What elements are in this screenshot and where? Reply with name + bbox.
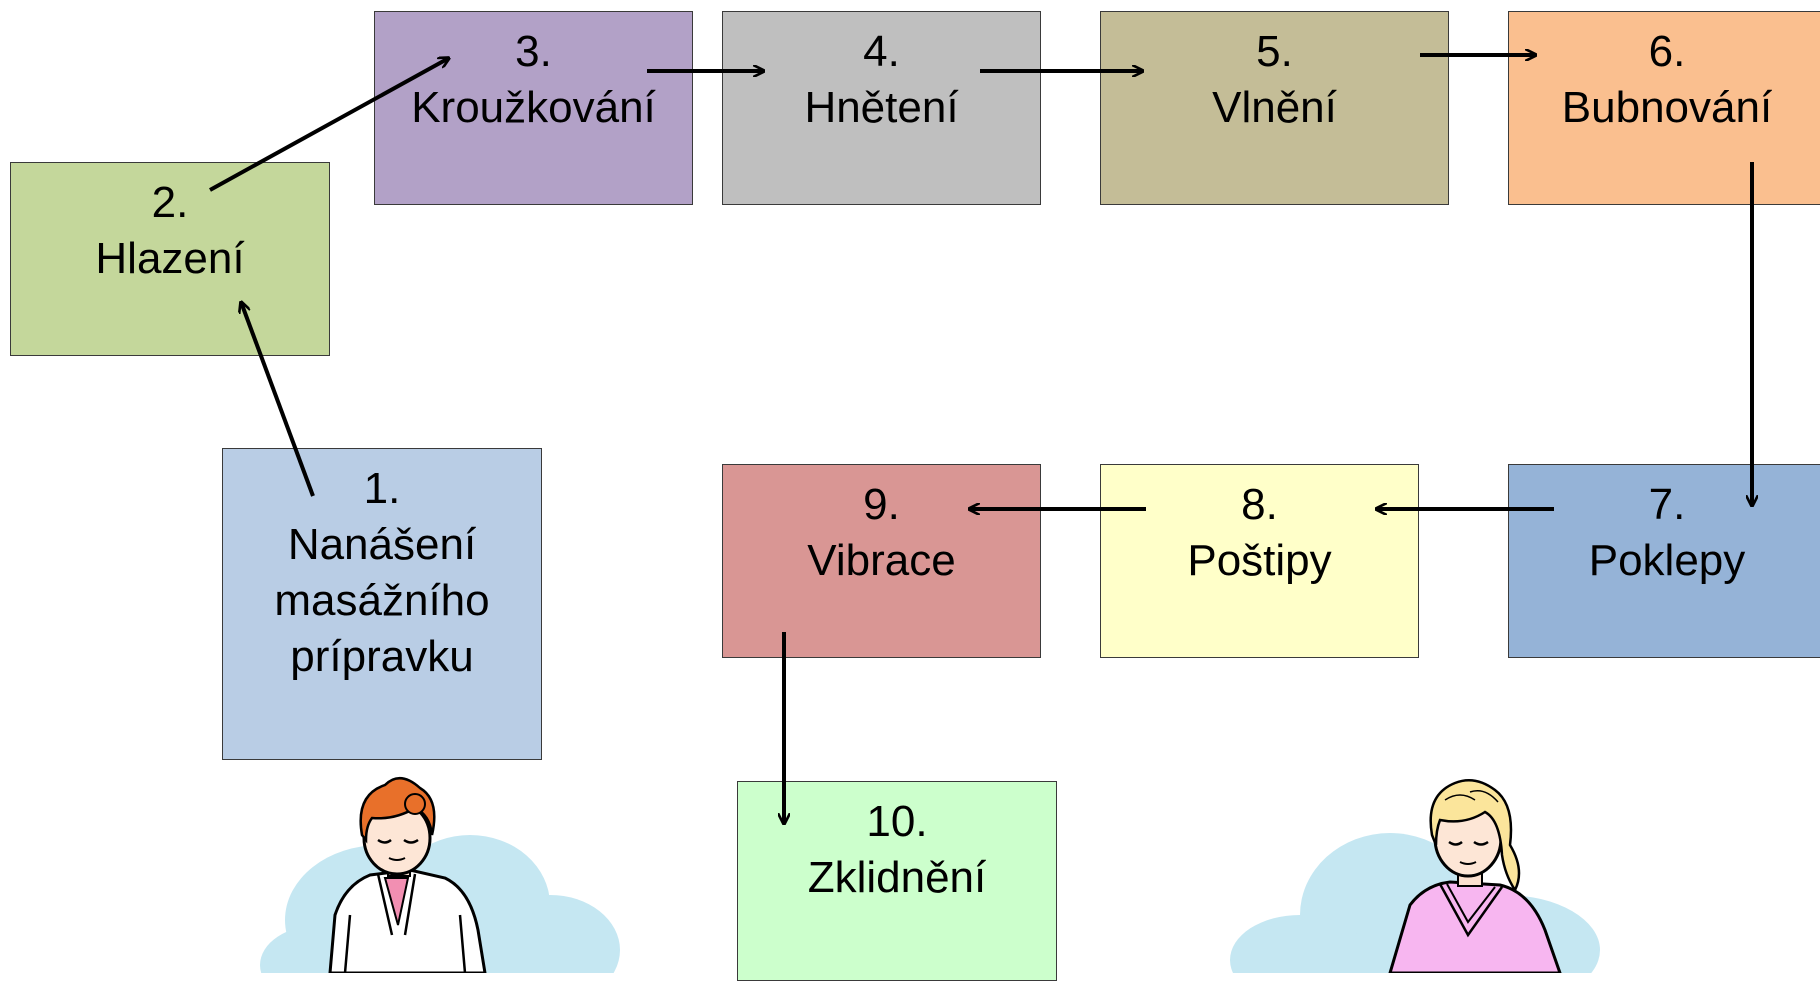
step-2-label: Hlazení xyxy=(95,234,245,283)
step-6-box: 6. Bubnování xyxy=(1508,11,1820,205)
step-3-label: Kroužkování xyxy=(411,83,656,132)
step-7-box: 7. Poklepy xyxy=(1508,464,1820,658)
step-10-number: 10. xyxy=(866,797,928,846)
step-5-label: Vlnění xyxy=(1212,83,1337,132)
step-8-box: 8. Poštipy xyxy=(1100,464,1419,658)
step-6-number: 6. xyxy=(1648,27,1686,76)
step-1-box: 1. Nanášení masážního prípravku xyxy=(222,448,542,760)
step-2-number: 2. xyxy=(151,178,189,227)
step-6-label: Bubnování xyxy=(1561,83,1773,132)
step-5-number: 5. xyxy=(1256,27,1293,76)
step-7-number: 7. xyxy=(1648,480,1686,529)
step-9-label: Vibrace xyxy=(807,536,956,585)
step-4-box: 4. Hnětení xyxy=(722,11,1041,205)
step-10-label: Zklidnění xyxy=(807,853,987,902)
step-8-number: 8. xyxy=(1241,480,1278,529)
relaxed-client-figure-icon xyxy=(1230,778,1600,973)
step-4-label: Hnětení xyxy=(804,83,959,132)
step-3-box: 3. Kroužkování xyxy=(374,11,693,205)
step-2-box: 2. Hlazení xyxy=(10,162,330,356)
step-9-number: 9. xyxy=(863,480,900,529)
step-1-label: Nanášení masážního prípravku xyxy=(274,520,490,681)
step-10-box: 10. Zklidnění xyxy=(737,781,1057,981)
masseur-figure-icon xyxy=(260,777,620,973)
step-7-label: Poklepy xyxy=(1588,536,1746,585)
step-4-number: 4. xyxy=(863,27,900,76)
step-3-number: 3. xyxy=(515,27,552,76)
step-9-box: 9. Vibrace xyxy=(722,464,1041,658)
step-8-label: Poštipy xyxy=(1187,536,1332,585)
step-5-box: 5. Vlnění xyxy=(1100,11,1449,205)
step-1-number: 1. xyxy=(363,464,401,513)
